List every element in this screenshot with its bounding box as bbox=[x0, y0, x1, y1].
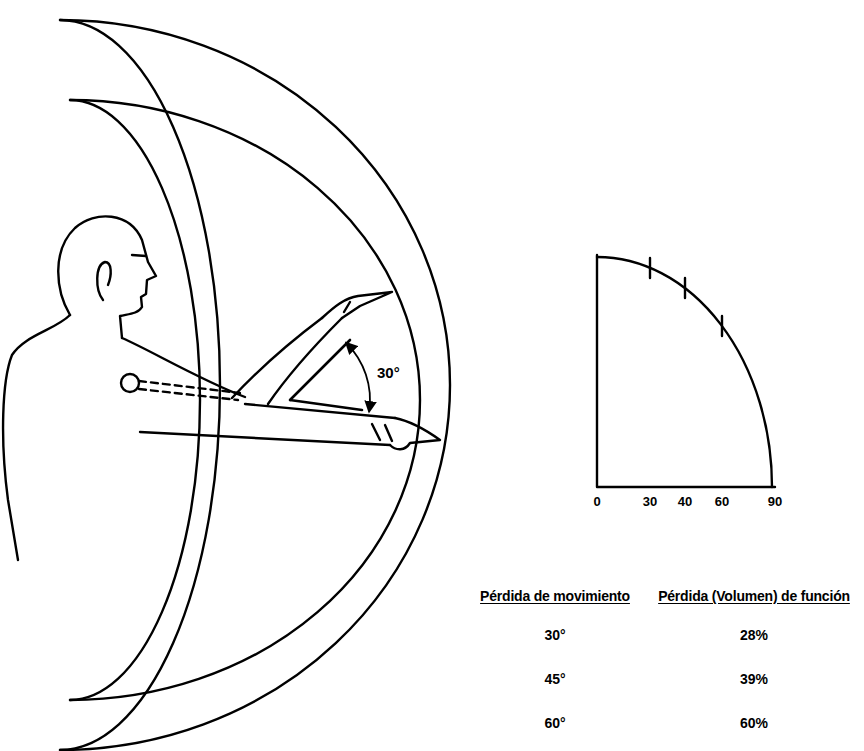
raised-hand bbox=[322, 292, 392, 318]
table-header: Pérdida (Volumen) de función bbox=[658, 588, 850, 605]
angle-label: 30° bbox=[377, 364, 400, 382]
function-curve bbox=[597, 257, 772, 487]
table-cell: 39% bbox=[740, 671, 768, 688]
axis-tick-label: 30 bbox=[643, 494, 657, 510]
table-header: Pérdida de movimiento bbox=[480, 588, 630, 605]
curve-tick bbox=[650, 258, 722, 336]
axis-tick-label: 0 bbox=[593, 494, 600, 510]
forearm bbox=[245, 404, 395, 418]
glasses bbox=[132, 255, 146, 256]
arm-underside bbox=[140, 432, 390, 445]
table-cell: 60% bbox=[740, 715, 768, 732]
back-outline bbox=[3, 315, 70, 560]
angle-line bbox=[290, 340, 362, 410]
axis-tick-label: 40 bbox=[678, 494, 692, 510]
ear bbox=[97, 262, 110, 300]
table-cell: 30° bbox=[544, 627, 565, 644]
inner-shell bbox=[70, 100, 420, 700]
head-outline bbox=[58, 216, 156, 338]
bone-shaft bbox=[139, 381, 240, 400]
bone-head bbox=[121, 374, 139, 392]
pointing-hand bbox=[372, 418, 440, 449]
outer-shell bbox=[60, 20, 450, 750]
inner-meridian bbox=[70, 100, 200, 700]
graph-axes bbox=[597, 255, 775, 487]
angle-arrow bbox=[347, 343, 370, 411]
table-cell: 60° bbox=[544, 715, 565, 732]
table-cell: 45° bbox=[544, 671, 565, 688]
outer-meridian bbox=[60, 20, 220, 750]
axis-tick-label: 90 bbox=[768, 494, 782, 510]
raised-forearm bbox=[232, 318, 342, 404]
axis-tick-label: 60 bbox=[715, 494, 729, 510]
table-cell: 28% bbox=[740, 627, 768, 644]
